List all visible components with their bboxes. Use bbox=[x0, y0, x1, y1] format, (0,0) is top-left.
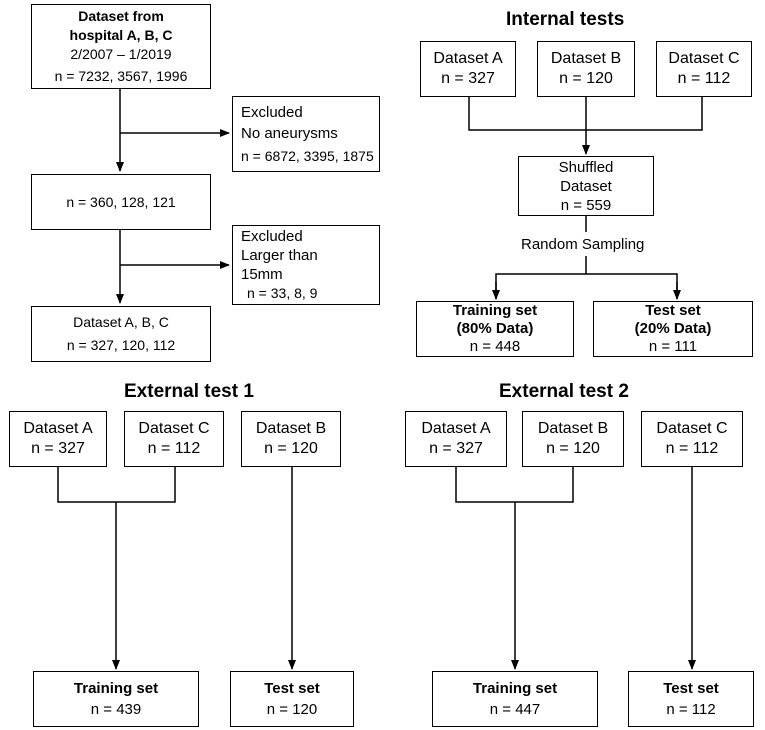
split-line-internal bbox=[495, 273, 678, 299]
source-counts: n = 7232, 3567, 1996 bbox=[54, 68, 188, 84]
ext2-training-count: n = 447 bbox=[489, 701, 541, 718]
internal-test-set-box: Test set (20% Data) n = 111 bbox=[593, 301, 753, 357]
ext1-training-count: n = 439 bbox=[90, 701, 142, 718]
ext1-training-set-box: Training set n = 439 bbox=[33, 671, 199, 727]
internal-dataset-b-box: Dataset B n = 120 bbox=[537, 41, 635, 97]
ext1-a-label: Dataset A bbox=[23, 420, 93, 437]
final-dataset-box: Dataset A, B, C n = 327, 120, 112 bbox=[31, 306, 211, 362]
final-dataset-counts: n = 327, 120, 112 bbox=[66, 337, 176, 353]
ext1-test-label: Test set bbox=[264, 680, 320, 697]
internal-c-count: n = 112 bbox=[677, 70, 731, 87]
internal-test-share: (20% Data) bbox=[634, 320, 712, 337]
ext1-c-label: Dataset C bbox=[138, 420, 210, 437]
ext2-training-set-box: Training set n = 447 bbox=[432, 671, 598, 727]
excluded-large-box: Excluded Larger than 15mm n = 33, 8, 9 bbox=[232, 225, 380, 305]
ext2-dataset-a-box: Dataset A n = 327 bbox=[405, 411, 507, 467]
excluded-2-label: Excluded bbox=[241, 228, 303, 245]
merge-line-ext1 bbox=[57, 467, 176, 503]
excluded-no-aneurysms-box: Excluded No aneurysms n = 6872, 3395, 18… bbox=[232, 96, 380, 172]
excluded-2-reason-1: Larger than bbox=[241, 247, 318, 264]
excluded-1-label: Excluded bbox=[241, 104, 303, 121]
internal-training-share: (80% Data) bbox=[456, 320, 534, 337]
ext2-b-count: n = 120 bbox=[546, 440, 600, 457]
excluded-2-counts: n = 33, 8, 9 bbox=[247, 285, 318, 301]
ext2-dataset-b-box: Dataset B n = 120 bbox=[522, 411, 624, 467]
shuffled-count: n = 559 bbox=[560, 196, 612, 214]
source-title-line-2: hospital A, B, C bbox=[69, 27, 173, 43]
internal-tests-title: Internal tests bbox=[506, 9, 625, 30]
external-test-1-title: External test 1 bbox=[124, 381, 254, 402]
source-title-line-1: Dataset from bbox=[78, 8, 164, 24]
internal-b-label: Dataset B bbox=[550, 50, 622, 67]
ext1-dataset-a-box: Dataset A n = 327 bbox=[9, 411, 107, 467]
ext2-training-label: Training set bbox=[472, 680, 558, 697]
shuffled-dataset-box: Shuffled Dataset n = 559 bbox=[518, 156, 654, 216]
internal-training-set-box: Training set (80% Data) n = 448 bbox=[416, 301, 574, 357]
ext1-c-count: n = 112 bbox=[147, 440, 201, 457]
ext2-c-count: n = 112 bbox=[665, 440, 719, 457]
ext2-b-label: Dataset B bbox=[537, 420, 609, 437]
ext1-b-count: n = 120 bbox=[264, 440, 318, 457]
internal-training-count: n = 448 bbox=[469, 338, 521, 355]
source-date-range: 2/2007 – 1/2019 bbox=[70, 46, 172, 62]
internal-a-count: n = 327 bbox=[441, 70, 495, 87]
ext1-dataset-c-box: Dataset C n = 112 bbox=[124, 411, 224, 467]
excluded-2-reason-2: 15mm bbox=[241, 266, 283, 283]
final-dataset-label: Dataset A, B, C bbox=[73, 314, 169, 330]
internal-a-label: Dataset A bbox=[433, 50, 503, 67]
excluded-1-reason: No aneurysms bbox=[241, 125, 338, 142]
excluded-1-counts: n = 6872, 3395, 1875 bbox=[241, 148, 374, 164]
source-dataset-box: Dataset from hospital A, B, C 2/2007 – 1… bbox=[31, 4, 211, 89]
internal-dataset-c-box: Dataset C n = 112 bbox=[656, 41, 752, 97]
internal-test-count: n = 111 bbox=[648, 338, 698, 355]
internal-b-count: n = 120 bbox=[559, 70, 613, 87]
random-sampling-label: Random Sampling bbox=[521, 236, 645, 253]
merge-line-ext2 bbox=[455, 467, 574, 503]
ext1-training-label: Training set bbox=[73, 680, 159, 697]
shuffled-label-2: Dataset bbox=[560, 177, 612, 195]
ext1-test-set-box: Test set n = 120 bbox=[230, 671, 354, 727]
internal-training-label: Training set bbox=[452, 302, 538, 319]
external-test-2-title: External test 2 bbox=[499, 381, 629, 402]
shuffled-label-1: Shuffled bbox=[558, 158, 614, 176]
ext1-dataset-b-box: Dataset B n = 120 bbox=[241, 411, 341, 467]
ext2-dataset-c-box: Dataset C n = 112 bbox=[641, 411, 743, 467]
ext2-test-count: n = 112 bbox=[666, 701, 716, 718]
ext1-b-label: Dataset B bbox=[255, 420, 327, 437]
ext1-test-count: n = 120 bbox=[266, 701, 318, 718]
internal-test-label: Test set bbox=[645, 302, 701, 319]
ext2-test-label: Test set bbox=[663, 680, 719, 697]
ext2-a-label: Dataset A bbox=[421, 420, 491, 437]
after-exclusion-box: n = 360, 128, 121 bbox=[31, 174, 211, 230]
ext2-c-label: Dataset C bbox=[656, 420, 728, 437]
after-exclusion-counts: n = 360, 128, 121 bbox=[66, 193, 176, 210]
internal-dataset-a-box: Dataset A n = 327 bbox=[420, 41, 516, 97]
ext2-test-set-box: Test set n = 112 bbox=[628, 671, 754, 727]
internal-c-label: Dataset C bbox=[668, 50, 740, 67]
ext2-a-count: n = 327 bbox=[429, 440, 483, 457]
ext1-a-count: n = 327 bbox=[31, 440, 85, 457]
